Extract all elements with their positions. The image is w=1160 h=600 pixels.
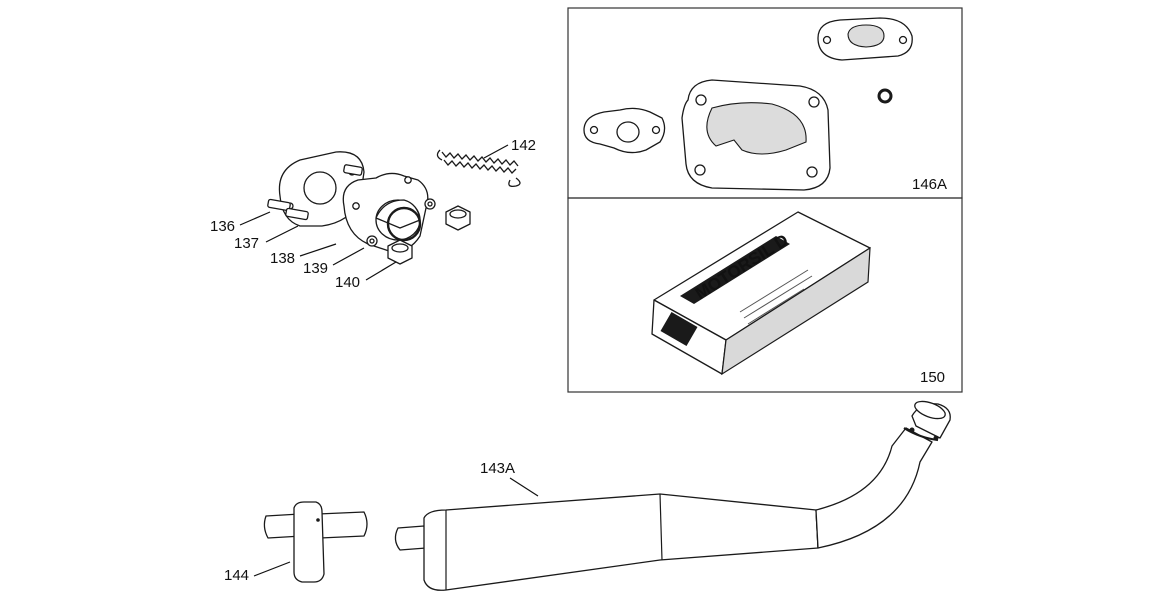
callout-144: 144 [224, 567, 249, 584]
gasket-kit-146A: 146A [583, 17, 947, 193]
manifold-leaders [239, 144, 509, 281]
exhaust-inlet-stub [394, 525, 427, 551]
callout-138: 138 [270, 250, 295, 267]
callout-150: 150 [920, 369, 945, 386]
callout-140: 140 [335, 274, 360, 291]
silentblock-144: 144 [224, 501, 368, 584]
spring-142 [436, 149, 521, 188]
intake-gasket [583, 107, 666, 154]
callout-143A: 143A [480, 460, 515, 477]
box-fine-print [739, 269, 813, 325]
manifold-138 [342, 172, 429, 253]
inset-frames [567, 7, 963, 393]
callout-142: 142 [511, 137, 536, 154]
exhaust-143A: 143A [394, 400, 951, 591]
cylinder-base-gasket [681, 79, 831, 191]
callout-139: 139 [303, 260, 328, 277]
nut-140 [387, 205, 471, 265]
box-label-band [680, 236, 790, 304]
manifold-assembly: 136 137 138 139 140 142 [210, 137, 536, 291]
sealant-frame [567, 197, 963, 393]
callout-136: 136 [210, 218, 235, 235]
sealant-box-150: MOTORSIL D 150 [651, 211, 945, 386]
callout-146A: 146A [912, 176, 947, 193]
o-ring [877, 88, 893, 104]
callout-137: 137 [234, 235, 259, 252]
box-front-logo [660, 311, 698, 347]
exhaust-body [423, 493, 819, 591]
box-side-face [721, 246, 871, 376]
washer-139 [366, 198, 436, 247]
manifold-o-ring [386, 206, 422, 242]
exhaust-gasket-small [817, 17, 913, 61]
exhaust-bend [815, 427, 933, 549]
studs-136 [267, 164, 363, 221]
